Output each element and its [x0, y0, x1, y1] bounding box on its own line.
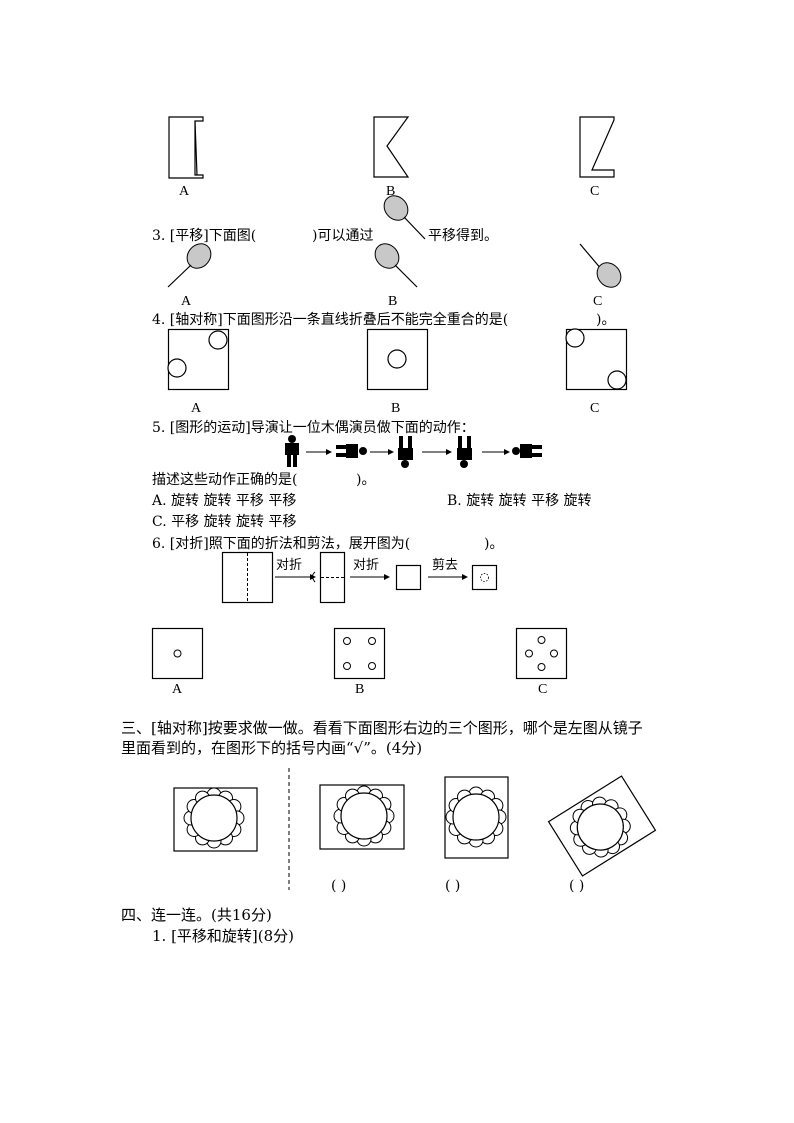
- q5-ask-end: )。: [356, 472, 376, 488]
- q4-figure-b: [366, 328, 429, 391]
- q6-option-c-figure: [515, 627, 568, 680]
- q6-step3-label: 剪去: [432, 558, 459, 573]
- section4-title: 四、连一连。(共16分): [121, 906, 272, 924]
- section3-bracket-1[interactable]: ( ): [331, 878, 347, 894]
- q4-stem: 4. [轴对称]下面图形沿一条直线折叠后不能完全重合的是(: [152, 312, 509, 328]
- q2-label-c: C: [590, 184, 600, 199]
- q2-shape-b: [373, 116, 410, 178]
- q4-figure-a: [167, 328, 230, 391]
- section3-bracket-3[interactable]: ( ): [569, 878, 585, 894]
- q2-label-b: B: [386, 184, 396, 199]
- q6-option-b-figure: [333, 627, 386, 680]
- q3-reference-racket: [383, 195, 426, 240]
- q6-label-b: B: [355, 682, 365, 697]
- q5-option-c: C. 平移 旋转 旋转 平移: [152, 514, 297, 530]
- q5-ask: 描述这些动作正确的是(: [152, 472, 298, 488]
- q2-shape-a: [168, 116, 204, 179]
- section3-figures: [173, 768, 657, 890]
- section3-bracket-2[interactable]: ( ): [445, 878, 461, 894]
- q3-label-c: C: [593, 294, 603, 309]
- q3-racket-c: [579, 243, 622, 288]
- q5-puppet-sequence: [285, 435, 542, 468]
- q2-shape-c: [579, 116, 615, 178]
- q3-racket-a: [167, 243, 212, 288]
- q3-stem-mid: )可以通过: [312, 228, 374, 244]
- q6-label-a: A: [172, 682, 183, 697]
- q4-label-b: B: [391, 401, 401, 416]
- q5-stem: 5. [图形的运动]导演让一位木偶演员做下面的动作：: [152, 420, 475, 436]
- q3-racket-b: [374, 243, 418, 288]
- q6-stem: 6. [对折]照下面的折法和剪法，展开图为(: [152, 536, 411, 552]
- section3-line2: 里面看到的，在图形下的括号内画“√”。(4分): [121, 739, 423, 757]
- section3-line1: 三、[轴对称]按要求做一做。看看下面图形右边的三个图形，哪个是左图从镜子: [121, 719, 643, 737]
- q5-option-b: B. 旋转 旋转 平移 旋转: [447, 493, 592, 509]
- q2-label-a: A: [179, 184, 190, 199]
- q6-step1-label: 对折: [276, 558, 303, 573]
- q3-stem-before: 3. [平移]下面图(: [152, 228, 257, 244]
- q3-label-b: B: [388, 294, 398, 309]
- q6-fold-steps: [221, 551, 498, 604]
- q5-option-a: A. 旋转 旋转 平移 平移: [152, 493, 297, 509]
- q4-label-c: C: [590, 401, 600, 416]
- q4-stem-end: )。: [596, 312, 616, 328]
- q4-label-a: A: [191, 401, 202, 416]
- q6-label-c: C: [538, 682, 548, 697]
- q3-stem-after: 平移得到。: [428, 228, 498, 244]
- q6-option-a-figure: [151, 627, 204, 680]
- q6-stem-end: )。: [484, 536, 504, 552]
- section4-item1: 1. [平移和旋转](8分): [152, 927, 295, 945]
- q3-label-a: A: [181, 294, 192, 309]
- q4-figure-c: [565, 328, 628, 391]
- q6-step2-label: 对折: [353, 558, 380, 573]
